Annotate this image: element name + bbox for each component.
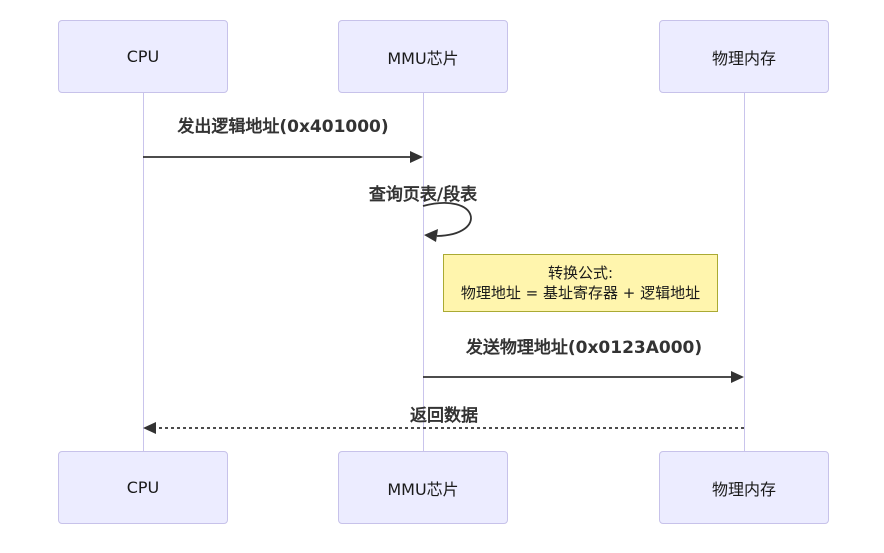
actor-label-mmu-top: MMU芯片 <box>387 48 459 68</box>
actor-label-memory-bottom: 物理内存 <box>711 479 776 499</box>
message-label-query-page-table: 查询页表/段表 <box>368 185 478 205</box>
lifeline-cpu <box>143 93 144 452</box>
arrowhead-return-data <box>143 422 156 434</box>
note-line-title: 转换公式: <box>547 264 614 282</box>
message-label-logical-address: 发出逻辑地址(0x401000) <box>177 117 389 137</box>
self-loop-curve <box>422 201 472 237</box>
actor-box-memory-bottom: 物理内存 <box>659 451 829 524</box>
actor-box-memory-top: 物理内存 <box>659 20 829 93</box>
arrowhead-physical-address <box>731 371 744 383</box>
actor-label-memory-top: 物理内存 <box>711 48 776 68</box>
actor-box-mmu-top: MMU芯片 <box>338 20 508 93</box>
actor-box-mmu-bottom: MMU芯片 <box>338 451 508 524</box>
actor-box-cpu-top: CPU <box>58 20 228 93</box>
actor-label-mmu-bottom: MMU芯片 <box>387 479 459 499</box>
arrowhead-logical-address <box>410 151 423 163</box>
actor-box-cpu-bottom: CPU <box>58 451 228 524</box>
actor-label-cpu-bottom: CPU <box>126 478 160 497</box>
note-line-formula: 物理地址 = 基址寄存器 + 逻辑地址 <box>460 284 701 302</box>
lifeline-mmu <box>423 93 424 452</box>
lifeline-memory <box>744 93 745 452</box>
note-translation-formula: 转换公式: 物理地址 = 基址寄存器 + 逻辑地址 <box>443 254 718 312</box>
message-label-physical-address: 发送物理地址(0x0123A000) <box>465 338 703 358</box>
actor-label-cpu-top: CPU <box>126 47 160 66</box>
message-label-return-data: 返回数据 <box>410 406 478 426</box>
arrowhead-self-loop <box>424 229 438 242</box>
